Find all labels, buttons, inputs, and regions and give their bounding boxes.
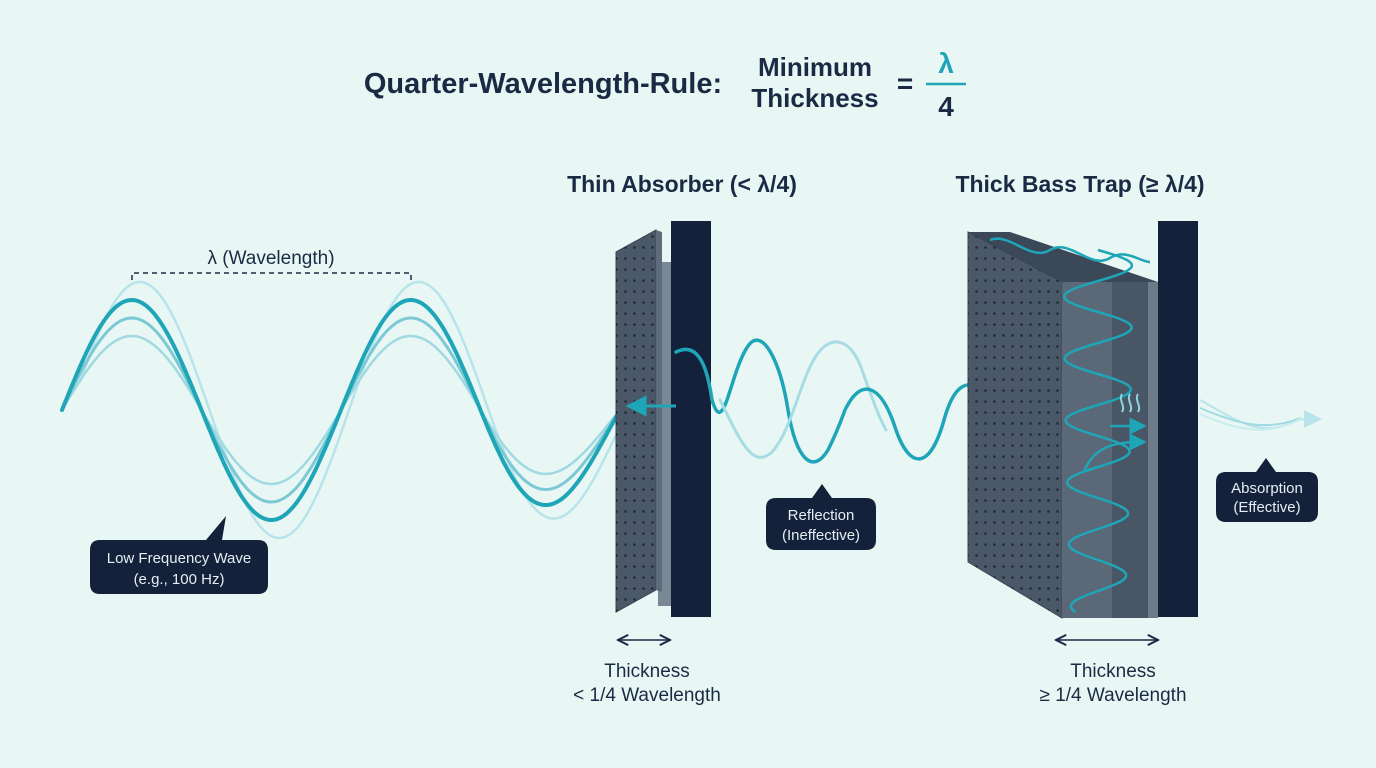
trap-thickness-line2: ≥ 1/4 Wavelength xyxy=(1039,685,1186,706)
reflection-callout: Reflection (Ineffective) xyxy=(766,484,876,550)
absorption-line1: Absorption xyxy=(1231,480,1303,497)
incident-wave-main xyxy=(60,297,626,522)
thin-absorber-panel-edge xyxy=(656,230,662,592)
thin-absorber-perforations xyxy=(616,230,656,612)
title-term-line1: Minimum xyxy=(758,52,872,82)
energy-curve-arrow xyxy=(1082,433,1147,473)
reflected-wave-main xyxy=(674,338,847,464)
bass-trap xyxy=(967,221,1198,619)
thin-thickness-line1: Thickness xyxy=(604,661,690,682)
thin-absorber-wall xyxy=(671,221,711,617)
bass-trap-wall xyxy=(1158,221,1198,617)
absorption-line2: (Effective) xyxy=(1233,499,1300,516)
wavelength-marker: λ (Wavelength) xyxy=(131,248,412,280)
low-frequency-line2: (e.g., 100 Hz) xyxy=(134,571,225,588)
thin-absorber xyxy=(615,221,711,617)
absorbed-wave-arrowhead xyxy=(1304,410,1322,428)
trap-thickness-dimension: Thickness ≥ 1/4 Wavelength xyxy=(1039,640,1187,706)
reflection-line2: (Ineffective) xyxy=(782,527,860,544)
bass-trap-internal-wave xyxy=(1062,248,1134,613)
title-denominator: 4 xyxy=(938,91,954,122)
bass-trap-core-1 xyxy=(1062,282,1112,618)
title-equals: = xyxy=(897,68,913,99)
absorbed-wave-line-3 xyxy=(1199,413,1303,431)
title-numerator: λ xyxy=(938,48,954,79)
bass-trap-heading: Thick Bass Trap (≥ λ/4) xyxy=(955,171,1204,197)
low-frequency-bubble xyxy=(90,516,268,594)
wavelength-bracket xyxy=(131,272,412,280)
bass-trap-core-edge xyxy=(1148,282,1158,618)
wavelength-label: λ (Wavelength) xyxy=(207,248,334,269)
thin-absorber-heading: Thin Absorber (< λ/4) xyxy=(567,171,797,197)
title-prefix: Quarter-Wavelength-Rule: xyxy=(364,68,722,100)
bass-trap-internal-wave-top xyxy=(989,237,1151,264)
incident-wave-ghost-1 xyxy=(78,280,626,540)
reflection-bubble xyxy=(766,484,876,550)
reflection-line1: Reflection xyxy=(788,507,855,524)
title-term-line2: Thickness xyxy=(751,83,878,113)
thin-thickness-line2: < 1/4 Wavelength xyxy=(573,685,721,706)
low-frequency-line1: Low Frequency Wave xyxy=(107,550,252,567)
trap-thickness-line1: Thickness xyxy=(1070,661,1156,682)
heat-icon xyxy=(1119,393,1141,413)
low-frequency-callout: Low Frequency Wave (e.g., 100 Hz) xyxy=(90,516,268,594)
absorbed-wave-line-2 xyxy=(1199,407,1301,427)
incident-wave xyxy=(60,280,626,540)
title-formula: Quarter-Wavelength-Rule: Minimum Thickne… xyxy=(364,48,966,122)
absorption-callout: Absorption (Effective) xyxy=(1216,458,1318,522)
bass-trap-perforations xyxy=(968,232,1062,618)
reflected-wave-ghost xyxy=(718,340,888,459)
absorbed-wave xyxy=(1199,399,1322,431)
absorption-bubble xyxy=(1216,458,1318,522)
thin-thickness-dimension: Thickness < 1/4 Wavelength xyxy=(573,640,721,706)
